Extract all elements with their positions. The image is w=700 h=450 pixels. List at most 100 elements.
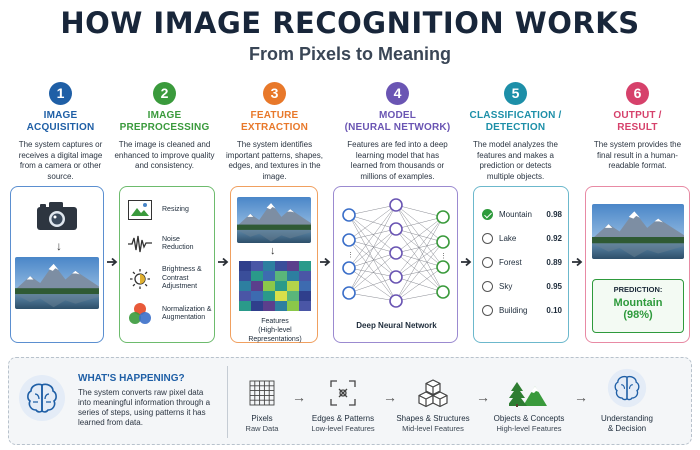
stage-sub: Raw Data [245, 424, 279, 433]
prediction-confidence: (98%) [623, 309, 653, 321]
divider [227, 366, 228, 438]
prediction-value: Mountain [613, 297, 663, 309]
class-option-lake: Lake 0.92 [482, 233, 562, 244]
step-description: Features are fed into a deep learning mo… [347, 140, 448, 181]
edges-icon [308, 378, 378, 408]
checked-radio-icon [482, 209, 493, 220]
brain-icon [592, 368, 662, 408]
class-name: Forest [499, 258, 522, 267]
stage-sub: Mid-level Features [402, 424, 464, 433]
neural-network-panel: ⋮ ⋮ Deep Neural Network [333, 186, 458, 343]
arrow-right-icon: → [292, 389, 306, 405]
arrow-right-icon: → [383, 389, 397, 405]
step-description: The system identifies important patterns… [226, 140, 323, 181]
page-subtitle: From Pixels to Meaning [248, 44, 452, 64]
stage-shapes: Shapes & Structures Mid-level Features [395, 378, 471, 433]
arrow-right-icon [461, 257, 472, 267]
step-number-badge: 2 [153, 82, 176, 105]
step-number-badge: 3 [263, 82, 286, 105]
feature-extraction-panel: ↓ Features(High-level Representations) [230, 186, 318, 343]
stage-name: Pixels [251, 414, 273, 423]
landscape-photo [15, 257, 99, 309]
step-description: The system captures or receives a digita… [18, 140, 103, 181]
color-circles-icon [128, 302, 152, 326]
class-score: 0.89 [546, 258, 562, 267]
mountain-tree-icon [489, 378, 569, 408]
class-option-forest: Forest 0.89 [482, 257, 562, 268]
class-name: Sky [499, 282, 513, 291]
output-panel: PREDICTION: Mountain (98%) [585, 186, 690, 343]
stage-name: Edges & Patterns [311, 414, 375, 423]
class-name: Mountain [499, 210, 532, 219]
acquisition-panel: ↓ [10, 186, 104, 343]
input-image-thumbnail [237, 197, 311, 243]
classification-panel: Mountain 0.98 Lake 0.92 Forest 0.89 Sky … [473, 186, 569, 343]
step-description: The model analyzes the features and make… [473, 140, 558, 181]
preprocess-label: Normalization & Augmentation [162, 305, 212, 322]
arrow-right-icon [320, 257, 331, 267]
radio-icon [482, 233, 493, 244]
stage-name: Understanding [600, 414, 654, 423]
stage-name: Objects & Concepts [493, 414, 565, 423]
step-title: MODEL(NEURAL NETWORK) [344, 110, 451, 133]
class-score: 0.92 [546, 234, 562, 243]
page-title: HOW IMAGE RECOGNITION WORKS [60, 6, 640, 40]
preprocess-label: Resizing [162, 205, 189, 213]
step-number-badge: 1 [49, 82, 72, 105]
arrow-right-icon [572, 257, 583, 267]
output-image [592, 204, 684, 259]
preprocess-item-normalization: Normalization & Augmentation [128, 302, 218, 326]
svg-text:⋮: ⋮ [347, 252, 354, 259]
step-number-badge: 4 [386, 82, 409, 105]
preprocess-label: Brightness & Contrast Adjustment [162, 266, 202, 290]
arrow-right-icon [107, 257, 118, 267]
arrow-down-icon: ↓ [56, 239, 62, 253]
prediction-box: PREDICTION: Mountain (98%) [592, 279, 684, 333]
prediction-label: PREDICTION: [613, 285, 663, 294]
resize-image-icon [128, 198, 152, 222]
preprocess-label: Noise Reduction [162, 235, 194, 252]
class-option-mountain: Mountain 0.98 [482, 209, 562, 220]
step-title: CLASSIFICATION /DETECTION [469, 110, 562, 133]
step-header-4: 4 MODEL(NEURAL NETWORK) Features are fed… [340, 82, 455, 182]
stage-sub: & Decision [607, 424, 647, 433]
feature-map-grid [239, 261, 311, 316]
radio-icon [482, 281, 493, 292]
stage-objects: Objects & Concepts High-level Features [489, 378, 569, 433]
step-title: OUTPUT /RESULT [613, 110, 662, 133]
arrow-right-icon: → [476, 389, 490, 405]
step-header-5: 5 CLASSIFICATION /DETECTION The model an… [463, 82, 568, 182]
brightness-icon [128, 267, 152, 291]
pixel-grid-icon [234, 378, 290, 408]
class-score: 0.98 [546, 210, 562, 219]
brain-icon [18, 374, 66, 427]
network-caption: Deep Neural Network [356, 321, 437, 330]
arrow-down-icon: ↓ [270, 245, 276, 257]
camera-icon [36, 201, 78, 236]
step-number-badge: 6 [626, 82, 649, 105]
class-name: Building [499, 306, 528, 315]
whats-happening-title: WHAT'S HAPPENING? [78, 373, 185, 384]
preprocess-item-resizing: Resizing [128, 198, 189, 222]
stage-edges: Edges & Patterns Low-level Features [308, 378, 378, 433]
stage-name: Shapes & Structures [396, 414, 470, 423]
whats-happening-text: The system converts raw pixel data into … [78, 388, 211, 427]
preprocess-item-noise: Noise Reduction [128, 232, 206, 256]
whats-happening-box [8, 357, 692, 445]
class-option-sky: Sky 0.95 [482, 281, 562, 292]
radio-icon [482, 257, 493, 268]
step-description: The system provides the final result in … [593, 140, 682, 170]
stage-pixels: Pixels Raw Data [234, 378, 290, 433]
features-caption: Features(High-level Representations) [248, 318, 302, 343]
arrow-right-icon: → [574, 389, 588, 405]
cubes-icon [395, 378, 471, 408]
stage-sub: High-level Features [496, 424, 562, 433]
class-option-building: Building 0.10 [482, 305, 562, 316]
class-score: 0.10 [546, 306, 562, 315]
